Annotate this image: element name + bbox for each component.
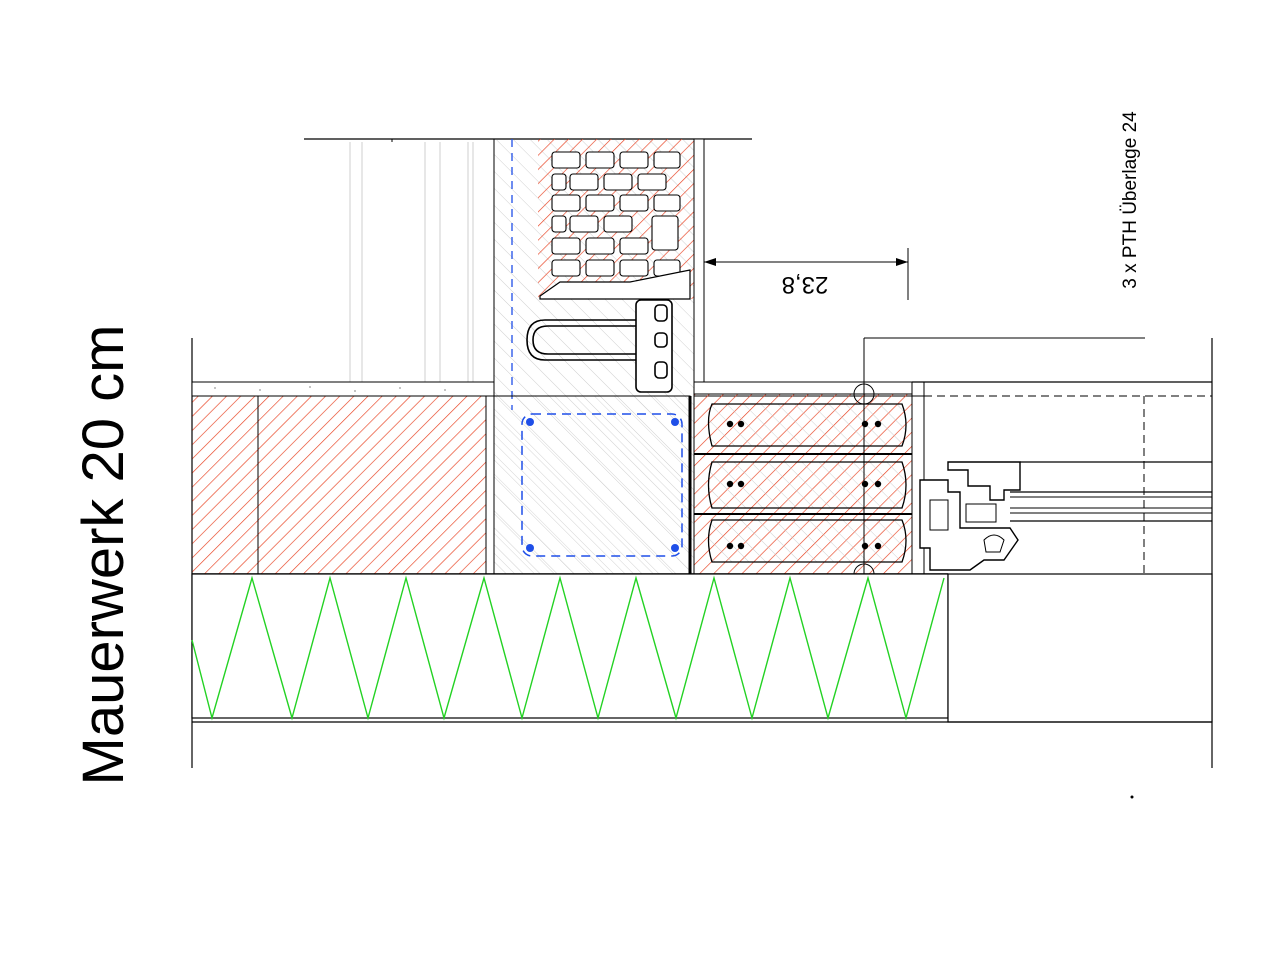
title-group: Mauerwerk 20 cm xyxy=(71,325,136,786)
ring-beam xyxy=(493,395,692,575)
dimension-line: 23,8 xyxy=(704,248,909,300)
dimension-value: 23,8 xyxy=(782,271,829,298)
window-frame-section-icon xyxy=(912,381,1212,575)
ghost-reveal-lines xyxy=(349,142,474,382)
plaster-strip xyxy=(191,381,495,397)
lintel-annotation: 3 x PTH Überlage 24 xyxy=(1120,111,1141,289)
wall-tie-icon xyxy=(526,299,673,393)
lower-right-block xyxy=(947,573,1213,723)
drawing-title: Mauerwerk 20 cm xyxy=(71,325,136,786)
pth-lintels xyxy=(693,338,913,598)
floor-slab-left xyxy=(191,395,487,575)
insulation-layer xyxy=(191,573,949,721)
stray-mark xyxy=(1130,795,1134,799)
